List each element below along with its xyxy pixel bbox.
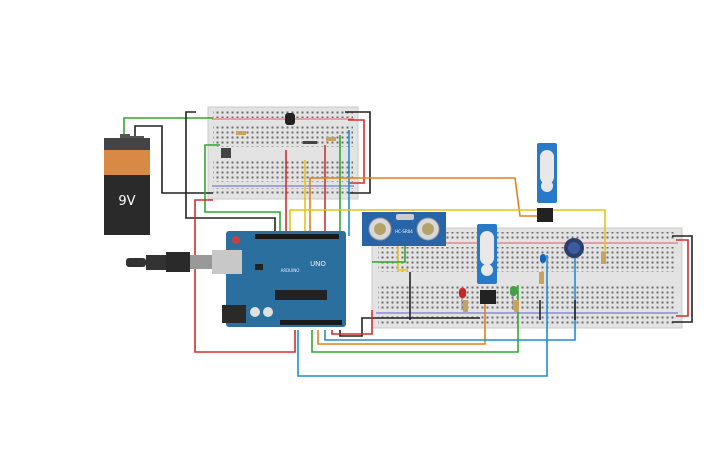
led-blue[interactable] [540,254,546,263]
battery-black-wire [134,125,213,194]
orange-wire [309,177,545,236]
pushbutton[interactable] [221,148,231,158]
arduino-uno[interactable]: UNO ARDUINO [212,231,346,327]
arduino-model: UNO [310,260,326,268]
wire-blue-low [324,255,576,341]
wires [123,111,693,377]
potentiometer[interactable] [564,238,584,258]
rail-right-black [672,235,693,323]
rail-red-right [348,119,365,184]
wire-red-left [194,199,296,353]
temperature-sensor[interactable] [285,113,295,125]
resistors [236,131,606,312]
wire-green-left [204,144,281,236]
servo-top[interactable] [537,143,557,222]
rail-wire-right [345,111,371,194]
transistor [303,141,317,144]
usb-cable [126,252,212,272]
large-breadboard[interactable] [371,227,683,329]
small-breadboard[interactable] [207,106,359,200]
wire-green-bottom [311,285,519,353]
wire-blue-bottom [297,255,548,377]
reset-button[interactable] [232,236,240,244]
wire-black-left [185,111,276,236]
ultrasonic-label: HC-SR04 [395,229,413,234]
wire-orange-bottom [317,300,486,345]
battery-red-wire [123,117,213,136]
ultrasonic-sensor[interactable]: HC-SR04 [362,212,446,246]
battery-label: 9V [118,194,135,209]
yellow-wire-top [289,209,606,258]
led-green[interactable] [510,286,517,310]
battery-9v[interactable]: 9V [104,134,150,235]
servo-middle[interactable] [477,224,497,304]
led-red[interactable] [459,288,466,310]
rail-right-red [676,239,689,317]
arduino-brand: ARDUINO [281,268,300,273]
wire-red-low [331,310,373,335]
